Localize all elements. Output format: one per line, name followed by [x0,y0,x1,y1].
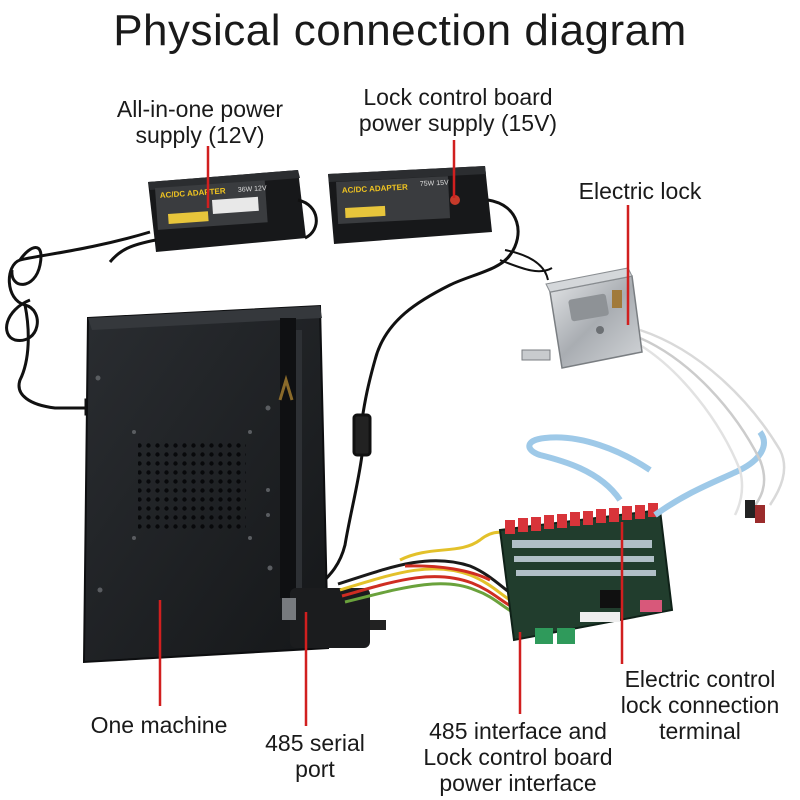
serial-port-connector [282,598,296,620]
terminal-power [557,628,575,644]
dip-switch [640,600,662,612]
label-power-15v: Lock control board power supply (15V) [358,84,558,136]
label-one-machine: One machine [90,712,228,738]
one-machine-device [82,304,386,664]
page-title: Physical connection diagram [113,6,687,55]
relay-row [505,503,658,534]
pointer-lines [158,140,630,726]
label-interface: 485 interface and Lock control board pow… [423,718,613,796]
terminal-485 [535,628,553,644]
speaker-grille [138,440,246,530]
adapter-15v-rating: 75W 15V [420,179,449,188]
adapter-15v-brand: AC/DC ADAPTER [342,183,409,195]
lock-control-board [498,503,674,644]
label-electric-lock: Electric lock [578,178,702,204]
label-serial-port: 485 serial port [265,730,365,782]
adapter-15v: AC/DC ADAPTER 75W 15V [328,166,492,244]
label-control-terminal: Electric control lock connection termina… [620,666,780,744]
adapter-12v: AC/DC ADAPTER 36W 12V [148,170,318,252]
cable-15v [318,198,553,587]
adapter-12v-rating: 36W 12V [238,185,268,194]
lock-wires [639,328,786,523]
electric-lock [521,267,643,369]
label-power-12v: All-in-one power supply (12V) [116,96,284,148]
